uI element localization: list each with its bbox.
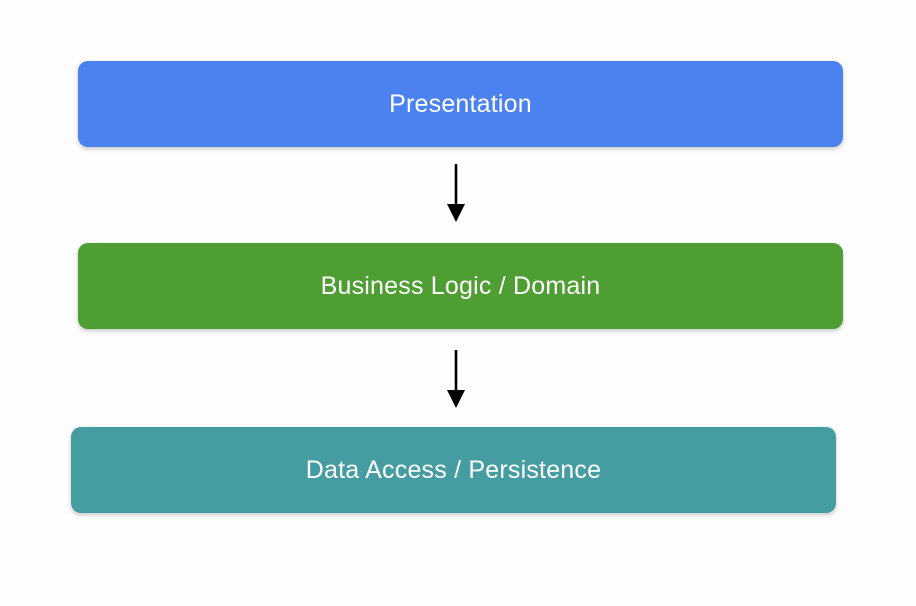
layer-label: Data Access / Persistence — [305, 455, 602, 484]
layer-node-presentation: Presentation — [78, 61, 843, 147]
down-arrow-icon — [447, 350, 465, 408]
layer-label: Business Logic / Domain — [320, 271, 601, 300]
layer-node-business-logic: Business Logic / Domain — [78, 243, 843, 329]
down-arrow-icon — [447, 164, 465, 222]
layer-label: Presentation — [389, 89, 532, 118]
layer-node-data-access: Data Access / Persistence — [71, 427, 836, 513]
